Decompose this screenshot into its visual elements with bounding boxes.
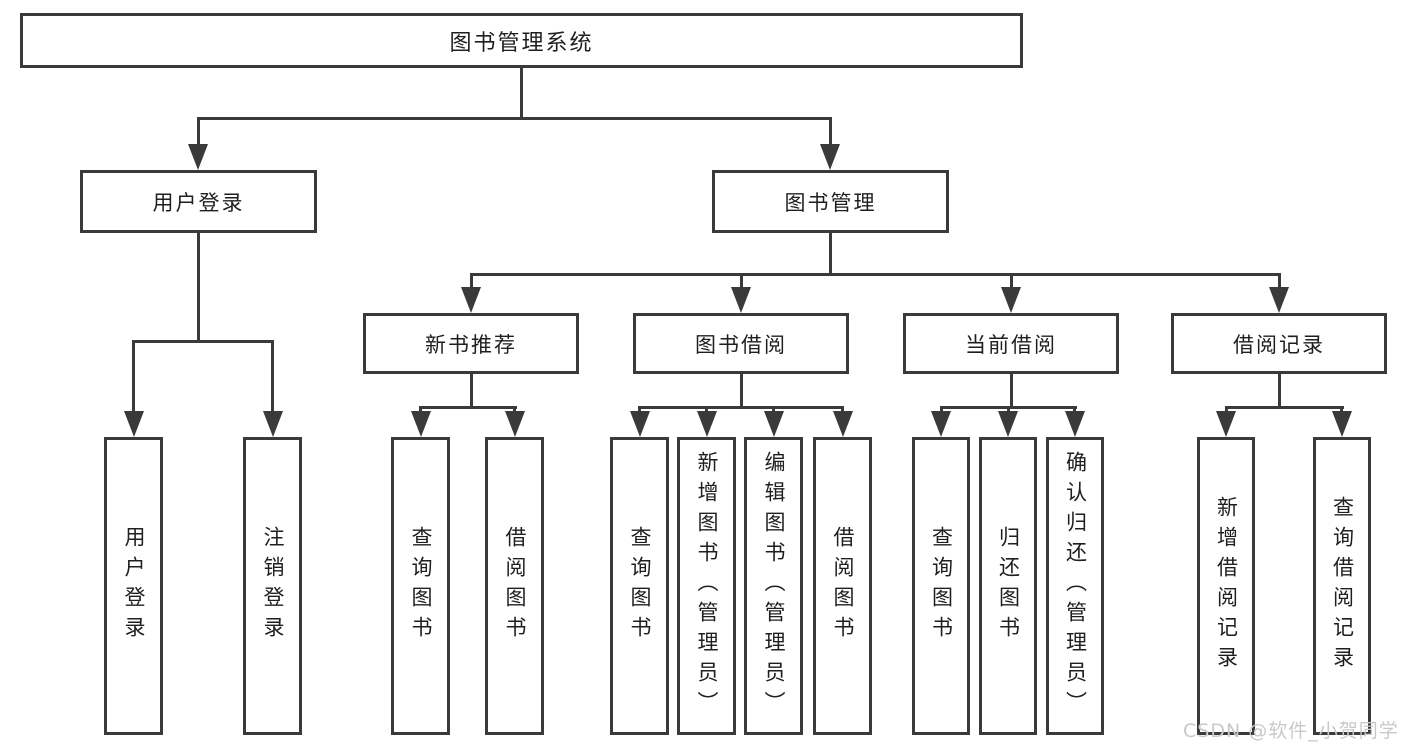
connector-stem: [638, 406, 641, 415]
arrow-down-icon: [697, 411, 717, 437]
connector-stem: [772, 406, 775, 415]
connector-split: [419, 406, 517, 409]
node-query-books-current: 查询图书: [912, 437, 970, 735]
connector-stem: [1278, 374, 1281, 406]
connector-stem: [419, 406, 422, 415]
connector-stem: [513, 406, 516, 415]
arrow-down-icon: [931, 411, 951, 437]
connector-stem: [197, 117, 200, 146]
node-label: 借阅记录: [1233, 332, 1325, 357]
node-label: 用户登录: [152, 190, 245, 215]
node-borrow-books-leaf: 借阅图书: [813, 437, 872, 735]
node-label: 编辑图书（管理员）: [762, 451, 786, 721]
node-label: 用户登录: [122, 526, 146, 646]
connector-stem: [705, 406, 708, 415]
connector-stem: [1007, 406, 1010, 415]
arrow-down-icon: [1001, 287, 1021, 313]
node-query-books-borrow: 查询图书: [610, 437, 669, 735]
arrow-down-icon: [263, 411, 283, 437]
node-label: 查询借阅记录: [1330, 496, 1355, 676]
connector-stem: [1073, 406, 1076, 415]
node-label: 查询图书: [628, 526, 652, 646]
arrow-down-icon: [1216, 411, 1236, 437]
node-add-borrow-record: 新增借阅记录: [1197, 437, 1255, 735]
arrow-down-icon: [630, 411, 650, 437]
arrow-down-icon: [764, 411, 784, 437]
watermark-text: CSDN @软件_小贺同学: [1183, 720, 1399, 742]
node-user-login-leaf: 用户登录: [104, 437, 163, 735]
node-label: 新书推荐: [425, 332, 517, 357]
node-query-books-recommend: 查询图书: [391, 437, 450, 735]
arrow-down-icon: [505, 411, 525, 437]
connector-stem: [197, 233, 200, 340]
connector-stem: [132, 340, 135, 413]
node-label: 借阅图书: [503, 526, 527, 646]
node-label: 查询图书: [409, 526, 433, 646]
node-edit-books-admin: 编辑图书（管理员）: [744, 437, 803, 735]
arrow-down-icon: [411, 411, 431, 437]
node-logout: 注销登录: [243, 437, 302, 735]
node-new-book-recommend: 新书推荐: [363, 313, 579, 374]
arrow-down-icon: [188, 144, 208, 170]
node-label: 查询图书: [929, 526, 954, 646]
node-label: 新增图书（管理员）: [695, 451, 719, 721]
connector-stem: [740, 273, 743, 291]
connector-stem: [271, 340, 274, 413]
node-add-books-admin: 新增图书（管理员）: [677, 437, 736, 735]
node-borrow-books-recommend: 借阅图书: [485, 437, 544, 735]
arrow-down-icon: [731, 287, 751, 313]
connector-split: [132, 340, 274, 343]
arrow-down-icon: [833, 411, 853, 437]
connector-split: [470, 273, 1281, 276]
connector-root-stem: [520, 68, 523, 117]
connector-stem: [1340, 406, 1343, 415]
connector-stem: [940, 406, 943, 415]
connector-stem: [470, 374, 473, 406]
arrow-down-icon: [1332, 411, 1352, 437]
node-return-books: 归还图书: [979, 437, 1037, 735]
node-query-borrow-record: 查询借阅记录: [1313, 437, 1371, 735]
node-book-borrowing: 图书借阅: [633, 313, 849, 374]
connector-split: [1225, 406, 1344, 409]
node-label: 新增借阅记录: [1214, 496, 1239, 676]
node-user-login: 用户登录: [80, 170, 317, 233]
node-label: 当前借阅: [965, 332, 1057, 357]
connector-stem: [1010, 273, 1013, 291]
node-label: 注销登录: [261, 526, 285, 646]
node-borrowing-records: 借阅记录: [1171, 313, 1387, 374]
node-confirm-return-admin: 确认归还（管理员）: [1046, 437, 1104, 735]
connector-split: [638, 406, 844, 409]
node-label: 归还图书: [996, 526, 1021, 646]
node-current-borrowing: 当前借阅: [903, 313, 1119, 374]
arrow-down-icon: [998, 411, 1018, 437]
arrow-down-icon: [1269, 287, 1289, 313]
connector-stem: [1278, 273, 1281, 291]
arrow-down-icon: [820, 144, 840, 170]
connector-stem: [1010, 374, 1013, 406]
connector-root-split: [197, 117, 832, 120]
connector-stem: [829, 233, 832, 273]
connector-stem: [1225, 406, 1228, 415]
connector-stem: [740, 374, 743, 406]
connector-stem: [829, 117, 832, 146]
arrow-down-icon: [1065, 411, 1085, 437]
connector-stem: [470, 273, 473, 291]
arrow-down-icon: [124, 411, 144, 437]
node-label: 图书借阅: [695, 332, 787, 357]
node-label: 图书管理系统: [449, 30, 594, 56]
node-label: 图书管理: [784, 190, 877, 215]
arrow-down-icon: [461, 287, 481, 313]
node-label: 确认归还（管理员）: [1063, 451, 1088, 721]
connector-stem: [841, 406, 844, 415]
node-library-system: 图书管理系统: [20, 13, 1023, 68]
node-label: 借阅图书: [831, 526, 855, 646]
node-book-management: 图书管理: [712, 170, 949, 233]
